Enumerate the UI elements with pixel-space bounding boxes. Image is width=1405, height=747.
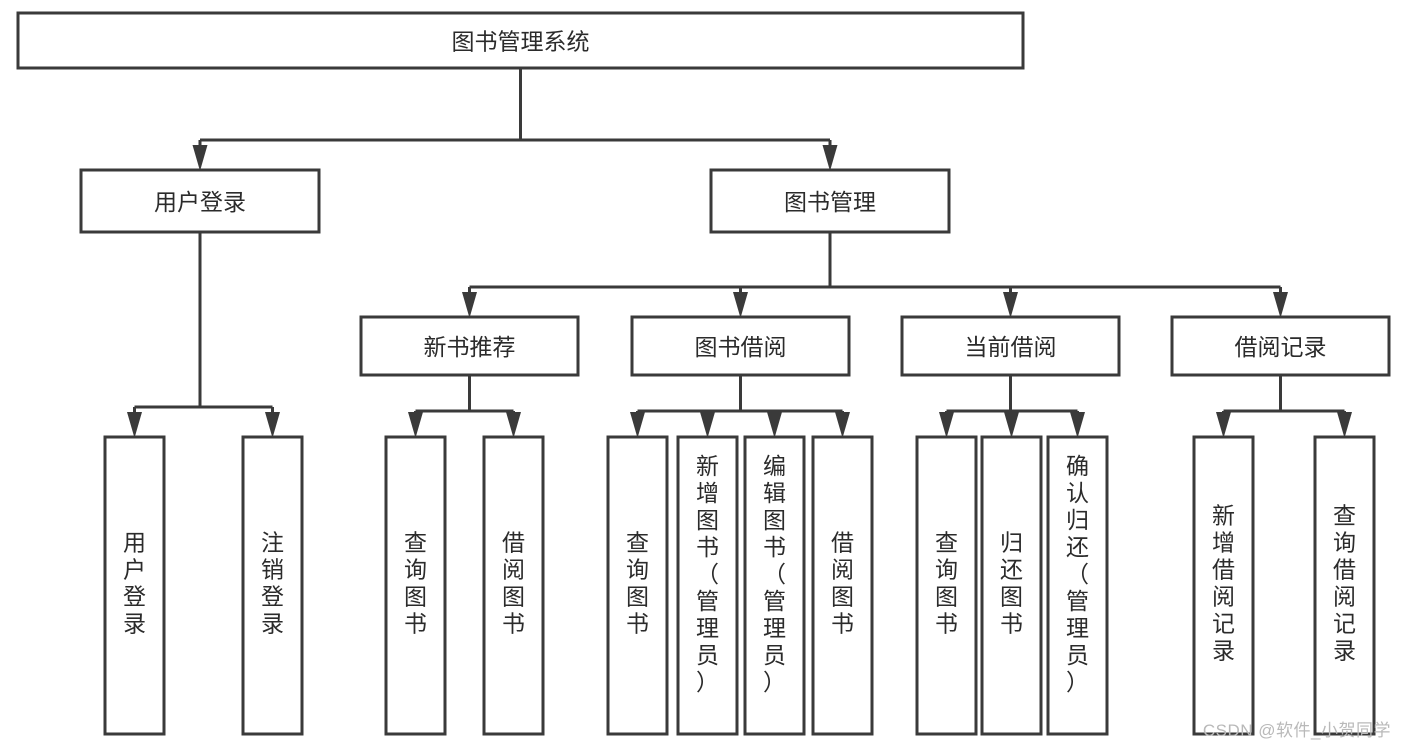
node-n-book-mgmt[interactable]: 图书管理 bbox=[709, 168, 951, 234]
node-box bbox=[103, 435, 166, 736]
connector-layer bbox=[127, 68, 1352, 438]
node-label: 用户登录 bbox=[154, 189, 246, 215]
node-box bbox=[16, 11, 1025, 70]
node-box bbox=[980, 435, 1043, 736]
node-label: 查询借阅记录 bbox=[1333, 503, 1356, 664]
node-l-borrow-book-2[interactable]: 借阅图书 bbox=[811, 435, 874, 736]
node-l-edit-book[interactable]: 编辑图书（管理员） bbox=[743, 435, 806, 736]
node-label: 查询图书 bbox=[626, 530, 649, 637]
node-l-confirm-return[interactable]: 确认归还（管理员） bbox=[1046, 435, 1109, 736]
node-l-query-book-1[interactable]: 查询图书 bbox=[384, 435, 447, 736]
node-layer: 图书管理系统用户登录图书管理新书推荐图书借阅当前借阅借阅记录用户登录注销登录查询… bbox=[16, 11, 1391, 736]
node-box bbox=[630, 315, 851, 377]
node-box bbox=[811, 435, 874, 736]
node-label: 图书借阅 bbox=[695, 334, 787, 360]
node-label: 新增图书（管理员） bbox=[696, 453, 719, 695]
node-n-borrow[interactable]: 图书借阅 bbox=[630, 315, 851, 377]
node-n-records[interactable]: 借阅记录 bbox=[1170, 315, 1391, 377]
node-l-add-record[interactable]: 新增借阅记录 bbox=[1192, 435, 1255, 736]
node-label: 确认归还（管理员） bbox=[1066, 453, 1089, 695]
node-label: 查询图书 bbox=[404, 530, 427, 637]
node-label: 图书管理 bbox=[784, 189, 876, 215]
node-label: 编辑图书（管理员） bbox=[763, 453, 786, 695]
node-l-logout[interactable]: 注销登录 bbox=[241, 435, 304, 736]
node-l-query-record[interactable]: 查询借阅记录 bbox=[1313, 435, 1376, 736]
node-box bbox=[709, 168, 951, 234]
node-label: 新书推荐 bbox=[424, 334, 516, 360]
node-label: 注销登录 bbox=[261, 530, 284, 637]
node-box bbox=[384, 435, 447, 736]
node-box bbox=[676, 435, 739, 736]
node-l-user-login[interactable]: 用户登录 bbox=[103, 435, 166, 736]
node-label: 借阅图书 bbox=[831, 530, 854, 637]
node-box bbox=[1192, 435, 1255, 736]
node-box bbox=[241, 435, 304, 736]
node-label: 新增借阅记录 bbox=[1212, 503, 1235, 664]
node-box bbox=[482, 435, 545, 736]
node-label: 图书管理系统 bbox=[452, 29, 590, 55]
node-label: 归还图书 bbox=[1000, 530, 1023, 637]
node-box bbox=[743, 435, 806, 736]
node-l-query-book-2[interactable]: 查询图书 bbox=[606, 435, 669, 736]
node-box bbox=[79, 168, 321, 234]
node-l-borrow-book-1[interactable]: 借阅图书 bbox=[482, 435, 545, 736]
node-label: 当前借阅 bbox=[965, 334, 1057, 360]
node-l-query-book-3[interactable]: 查询图书 bbox=[915, 435, 978, 736]
node-box bbox=[1313, 435, 1376, 736]
node-n-user-login[interactable]: 用户登录 bbox=[79, 168, 321, 234]
node-l-return-book[interactable]: 归还图书 bbox=[980, 435, 1043, 736]
node-label: 借阅图书 bbox=[502, 530, 525, 637]
node-box bbox=[1046, 435, 1109, 736]
node-label: 用户登录 bbox=[123, 530, 146, 637]
node-l-add-book[interactable]: 新增图书（管理员） bbox=[676, 435, 739, 736]
node-box bbox=[606, 435, 669, 736]
node-box bbox=[900, 315, 1121, 377]
node-label: 查询图书 bbox=[935, 530, 958, 637]
node-box bbox=[359, 315, 580, 377]
node-box bbox=[1170, 315, 1391, 377]
node-n-new-rec[interactable]: 新书推荐 bbox=[359, 315, 580, 377]
node-n-current[interactable]: 当前借阅 bbox=[900, 315, 1121, 377]
node-root[interactable]: 图书管理系统 bbox=[16, 11, 1025, 70]
node-label: 借阅记录 bbox=[1235, 334, 1327, 360]
node-box bbox=[915, 435, 978, 736]
